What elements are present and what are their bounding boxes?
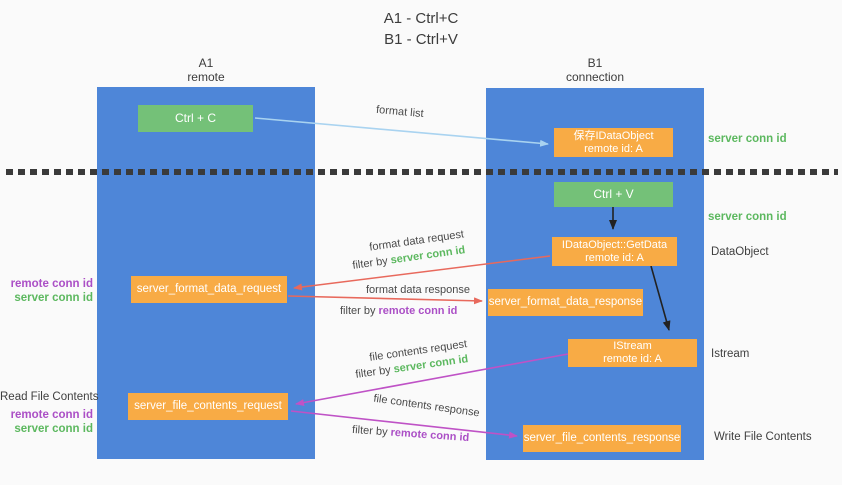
node-save-idataobject: 保存IDataObject remote id: A bbox=[554, 128, 673, 157]
node-server-format-data-response: server_format_data_response bbox=[488, 289, 643, 316]
node-ctrl-c: Ctrl + C bbox=[138, 105, 253, 132]
dashed-separator bbox=[6, 169, 838, 175]
node-idataobject-getdata-line2: remote id: A bbox=[585, 251, 644, 264]
label-server-conn-id-right-mid: server conn id bbox=[708, 211, 787, 223]
node-istream-line1: IStream bbox=[613, 340, 652, 352]
lane-b1-subtitle: connection bbox=[565, 70, 625, 84]
label-format-list: format list bbox=[375, 103, 425, 121]
label-filter-remote-2: filter by remote conn id bbox=[352, 424, 470, 444]
lane-header-b1: B1 connection bbox=[486, 56, 704, 84]
label-format-data-response: format data response bbox=[366, 284, 470, 296]
node-server-file-contents-response: server_file_contents_response bbox=[523, 425, 681, 452]
label-server-conn-id-right-top: server conn id bbox=[708, 133, 787, 145]
filter-prefix: filter by bbox=[340, 305, 379, 317]
lane-b1-name: B1 bbox=[587, 56, 603, 70]
label-write-file-contents: Write File Contents bbox=[714, 431, 812, 443]
lane-a1-name: A1 bbox=[198, 56, 214, 70]
arrow-format-data-response bbox=[287, 295, 483, 305]
lane-a1-subtitle: remote bbox=[187, 70, 225, 84]
filter-remote-conn-id: remote conn id bbox=[378, 305, 458, 317]
label-server-conn-id-left-top: server conn id bbox=[14, 292, 93, 304]
lane-header-a1: A1 remote bbox=[97, 56, 315, 84]
node-ctrl-v-label: Ctrl + V bbox=[593, 187, 634, 201]
title-line-1: A1 - Ctrl+C bbox=[383, 10, 459, 27]
filter-prefix: filter by bbox=[354, 363, 395, 381]
label-file-contents-response: file contents response bbox=[372, 392, 481, 420]
filter-prefix: filter by bbox=[351, 254, 392, 272]
title-line-2: B1 - Ctrl+V bbox=[384, 31, 458, 48]
label-server-conn-id-left-bottom: server conn id bbox=[14, 423, 93, 435]
node-idataobject-getdata-line1: IDataObject::GetData bbox=[561, 238, 668, 251]
filter-prefix: filter by bbox=[351, 423, 391, 439]
node-server-format-data-response-label: server_format_data_response bbox=[488, 296, 643, 308]
node-save-idataobject-line2: remote id: A bbox=[584, 142, 643, 155]
label-istream: Istream bbox=[711, 348, 750, 360]
node-istream-line2: remote id: A bbox=[603, 353, 662, 365]
node-ctrl-c-label: Ctrl + C bbox=[174, 111, 216, 125]
node-save-idataobject-line1: 保存IDataObject bbox=[573, 129, 654, 142]
node-server-format-data-request-label: server_format_data_request bbox=[136, 283, 282, 295]
label-remote-conn-id-left-bottom: remote conn id bbox=[10, 409, 93, 421]
label-remote-conn-id-left-top: remote conn id bbox=[10, 278, 93, 290]
node-idataobject-getdata: IDataObject::GetData remote id: A bbox=[552, 237, 677, 266]
node-server-file-contents-response-label: server_file_contents_response bbox=[523, 432, 681, 444]
label-dataobject: DataObject bbox=[711, 246, 769, 258]
filter-remote-conn-id: remote conn id bbox=[390, 426, 470, 445]
label-filter-remote-1: filter by remote conn id bbox=[340, 305, 457, 317]
diagram-title: A1 - Ctrl+C B1 - Ctrl+V bbox=[0, 8, 842, 50]
node-server-format-data-request: server_format_data_request bbox=[131, 276, 287, 303]
node-server-file-contents-request-label: server_file_contents_request bbox=[134, 400, 282, 412]
node-server-file-contents-request: server_file_contents_request bbox=[128, 393, 288, 420]
node-istream: IStream remote id: A bbox=[568, 339, 697, 367]
node-ctrl-v: Ctrl + V bbox=[554, 182, 673, 207]
label-read-file-contents: Read File Contents bbox=[0, 391, 99, 403]
